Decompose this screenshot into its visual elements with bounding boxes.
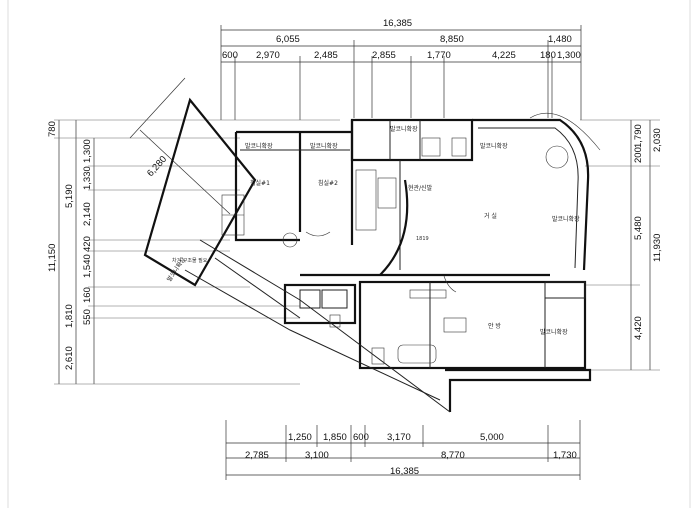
bottom-dim-r2-3: 1,730 xyxy=(553,450,577,461)
top-dim-a: 6,055 xyxy=(276,34,300,45)
left-dim-2140: 2,140 xyxy=(82,202,93,226)
bottom-dim-r1-4: 5,000 xyxy=(480,432,504,443)
bottom-dim-total: 16,385 xyxy=(390,466,419,477)
bottom-dim-r1-1: 1,850 xyxy=(323,432,347,443)
note-structure: 차기 구조물 필요 xyxy=(172,257,208,264)
note-1819: 1819 xyxy=(416,236,429,242)
room-entrance: 현관/신발 xyxy=(408,184,433,192)
balcony-label-2: 발코니확장 xyxy=(310,142,338,150)
bottom-dim-r2-2: 8,770 xyxy=(441,450,465,461)
left-dim-1810: 1,810 xyxy=(64,304,75,328)
top-dim-r3-2: 2,485 xyxy=(314,50,338,61)
top-dim-total: 16,385 xyxy=(383,18,412,29)
left-dim-780: 780 xyxy=(47,121,58,137)
right-dim-1790: 1,790 xyxy=(633,124,644,148)
balcony-label-3: 발코니확장 xyxy=(390,125,418,133)
bottom-dim-r2-0: 2,785 xyxy=(245,450,269,461)
top-dim-r3-7: 1,300 xyxy=(557,50,581,61)
bottom-dim-r1-0: 1,250 xyxy=(288,432,312,443)
right-dimension-chain: 1,790 200 5,480 4,420 2,030 11,930 xyxy=(580,119,663,371)
right-dim-11930: 11,930 xyxy=(652,234,663,262)
left-dim-420: 420 xyxy=(82,236,93,252)
left-dim-1540: 1,540 xyxy=(82,254,93,278)
balcony-label-4: 발코니확장 xyxy=(480,142,508,150)
left-dim-diagonal: 6,280 xyxy=(145,154,169,179)
right-dim-200: 200 xyxy=(633,147,644,163)
bottom-dimension-chain: 1,250 1,850 600 3,170 5,000 2,785 3,100 … xyxy=(225,420,581,480)
right-dim-4420: 4,420 xyxy=(633,316,644,340)
top-dim-r3-6: 180 xyxy=(540,50,556,61)
room-bedroom2: 침실#2 xyxy=(318,179,338,187)
top-dim-r3-3: 2,855 xyxy=(372,50,396,61)
top-dim-r3-1: 2,970 xyxy=(256,50,280,61)
right-dim-2030: 2,030 xyxy=(652,128,663,152)
balcony-label-5: 발코니확장 xyxy=(552,215,580,223)
balcony-label-6: 발코니확장 xyxy=(540,328,568,336)
left-dimension-chain: 780 11,150 1,300 1,330 5,190 2,140 420 1… xyxy=(47,77,340,385)
top-dim-r3-4: 1,770 xyxy=(427,50,451,61)
top-dim-r3-0: 600 xyxy=(222,50,238,61)
left-dim-1300: 1,300 xyxy=(82,139,93,163)
left-dim-11150: 11,150 xyxy=(47,244,58,272)
plan-fixtures xyxy=(221,113,601,365)
room-bedroom1: 침실#1 xyxy=(250,179,270,187)
left-dim-1330: 1,330 xyxy=(82,166,93,190)
bottom-dim-r1-3: 3,170 xyxy=(387,432,411,443)
left-dim-5190: 5,190 xyxy=(64,184,75,208)
top-dim-b: 8,850 xyxy=(440,34,464,45)
top-dim-r3-5: 4,225 xyxy=(492,50,516,61)
left-dim-2610: 2,610 xyxy=(64,346,75,370)
room-living: 거 실 xyxy=(484,212,497,220)
left-dim-160: 160 xyxy=(82,287,93,303)
room-master: 안 방 xyxy=(488,322,501,330)
plan-walls xyxy=(143,97,592,413)
left-dim-550: 550 xyxy=(82,309,93,325)
bottom-dim-r1-2: 600 xyxy=(353,432,369,443)
bottom-dim-r2-1: 3,100 xyxy=(305,450,329,461)
balcony-label-1: 발코니확장 xyxy=(245,142,273,150)
right-dim-5480: 5,480 xyxy=(633,216,644,240)
top-dimension-chain: 16,385 6,055 8,850 1,480 600 2,970 2,485… xyxy=(220,18,582,120)
top-dim-c: 1,480 xyxy=(548,34,572,45)
